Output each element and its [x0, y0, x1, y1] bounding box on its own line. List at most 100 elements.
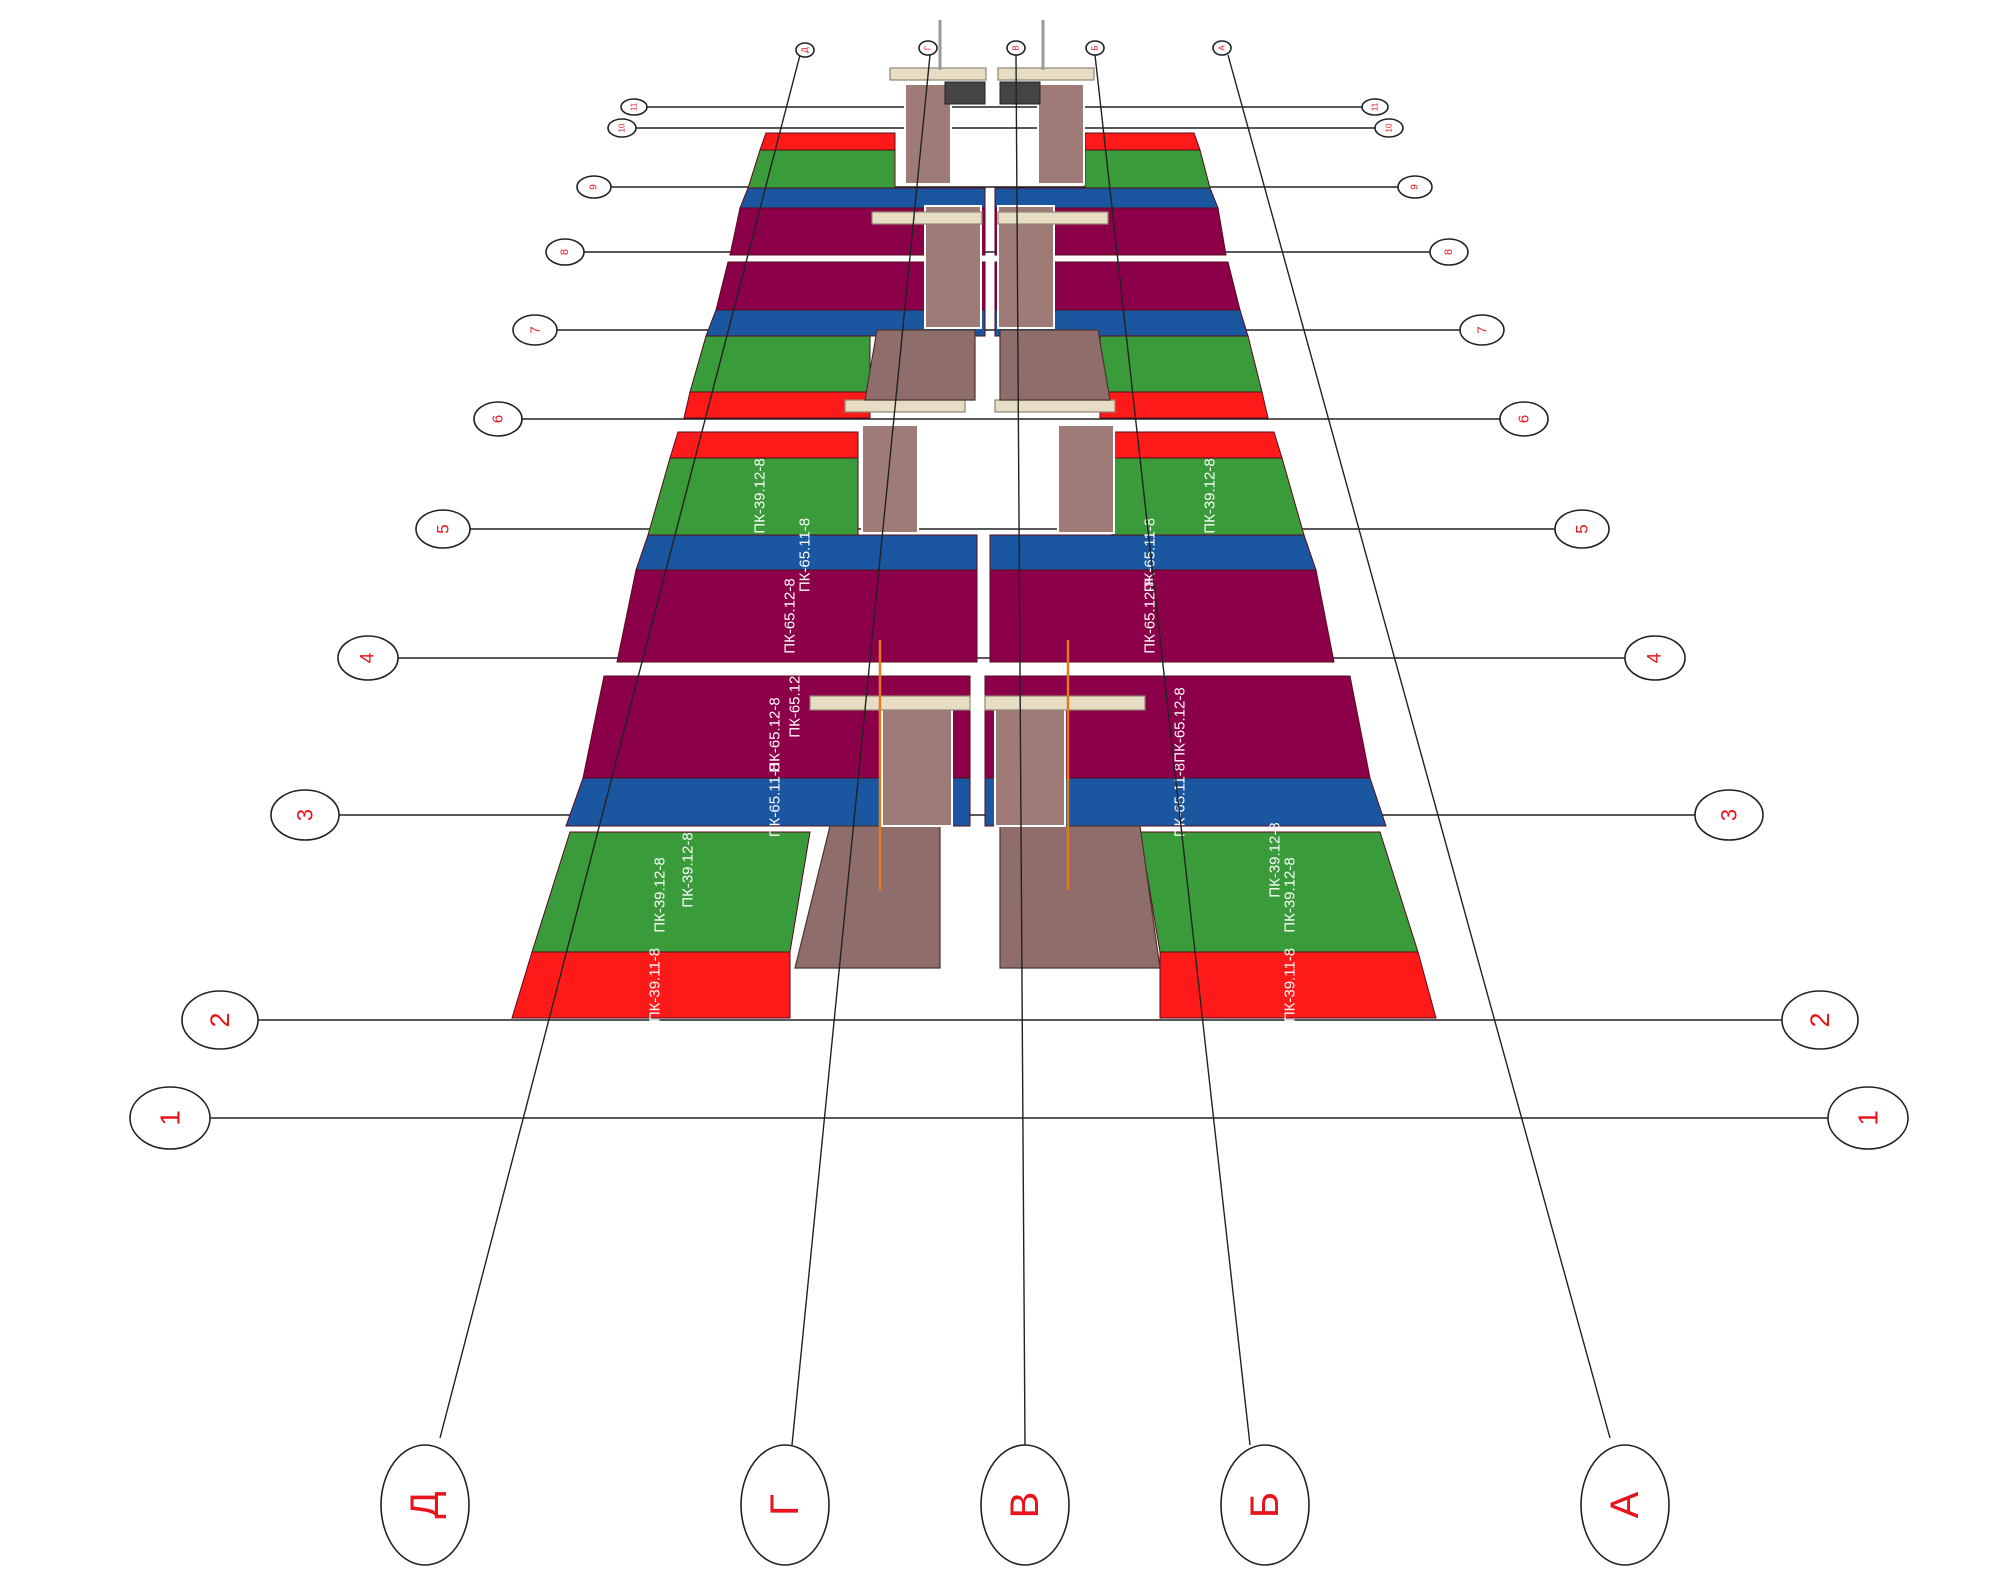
stair-landing-left-mid: [864, 329, 976, 401]
slab-left-red-10: [759, 132, 896, 151]
axis-bubble-V: [980, 1444, 1070, 1566]
axis-bubble-2-left: [181, 990, 259, 1050]
axis-label-G: Г: [763, 1494, 807, 1516]
label-left-purple-4: ПК-65.12-8: [782, 578, 799, 653]
letter-gridlines: [439, 54, 1611, 1446]
stair-flight-left-upper: [924, 205, 982, 329]
letter-bubbles-bottom: Д Г В Б А: [380, 1444, 1670, 1566]
axis-label-7-right: 7: [1475, 326, 1490, 333]
stair-flight-left-low: [881, 699, 953, 827]
label-left-green-low-a: ПК-39.12-8: [652, 857, 669, 932]
axis-label-8-left: 8: [559, 249, 571, 255]
beam-right-top: [997, 67, 1095, 81]
axis-label-B: Б: [1243, 1492, 1287, 1518]
slab-right-red-7: [1099, 391, 1269, 419]
right-slabs: [984, 132, 1437, 1019]
stair-flight-right-upper: [997, 205, 1055, 329]
slab-left-blue-9: [739, 187, 986, 209]
stair-flight-left-mid: [861, 424, 919, 534]
axis-bubble-1-left: [129, 1086, 211, 1150]
stair-flight-left-top: [904, 83, 952, 185]
label-right-purple-4: ПК-65.12-8: [1142, 578, 1159, 653]
axis-label-2-left: 2: [205, 1012, 235, 1027]
axis-bubble-D: [380, 1444, 470, 1566]
axis-label-3-right: 3: [1717, 809, 1742, 821]
axis-bubble-11-left: [620, 98, 648, 116]
stair-landing-right-mid: [999, 329, 1111, 401]
stair-landing-left-low: [794, 825, 941, 969]
axis-bubble-5-right: [1554, 509, 1610, 549]
beam-right-low: [984, 695, 1146, 711]
axis-bubble-4-left: [337, 635, 399, 681]
gridline-B: [1094, 54, 1251, 1446]
axis-bubble-3-right: [1694, 789, 1764, 841]
axis-label-1-left: 1: [155, 1110, 186, 1126]
stair-core: [794, 20, 1161, 969]
beam-right-mid: [994, 399, 1116, 413]
gridline-D: [439, 54, 801, 1439]
axis-label-10-left: 10: [618, 123, 627, 132]
slab-left-blue-5: [635, 534, 978, 571]
axis-bubble-9-left: [576, 175, 612, 199]
label-left-red-low: ПК-39.11-8: [647, 948, 664, 1022]
axis-bubble-6-left: [473, 401, 523, 437]
number-gridlines: [200, 106, 1828, 1119]
axis-bubble-7-right: [1459, 314, 1505, 346]
top-block-left: [944, 81, 986, 105]
axis-bubble-6-right: [1499, 401, 1549, 437]
label-left-blue-5: ПК-65.11-8: [797, 518, 814, 592]
axis-bubble-11-right: [1361, 98, 1389, 116]
slab-right-green-low: [1139, 831, 1419, 953]
label-right-purple-3: ПК-65.12-8: [1172, 687, 1189, 762]
slab-left-red-5: [669, 431, 859, 459]
slab-right-red-10: [1084, 132, 1201, 151]
axis-label-10-right: 10: [1385, 123, 1394, 132]
axis-bubble-5-left: [415, 509, 471, 549]
axis-bubble-7-left: [512, 314, 558, 346]
gridline-G: [791, 54, 931, 1446]
axis-bubble-10-left: [607, 118, 637, 138]
label-right-green-5: ПК-39.12-8: [1202, 458, 1219, 533]
gridline-V: [1015, 54, 1026, 1446]
axis-label-2-right: 2: [1805, 1012, 1835, 1027]
label-right-blue-3: ПК-65.11-8: [1172, 763, 1189, 837]
axis-label-9-left: 9: [589, 184, 600, 190]
label-right-blue-5: ПК-65.11-8: [1142, 518, 1159, 592]
axis-label-V: В: [1003, 1492, 1047, 1519]
axis-label-D-top: Д: [801, 47, 810, 53]
beam-left-upper: [871, 211, 983, 225]
axis-bubble-V-top: [1006, 40, 1026, 56]
top-block-right: [999, 81, 1041, 105]
axis-label-4-left: 4: [358, 652, 379, 663]
axis-label-3-left: 3: [293, 809, 318, 821]
axis-bubble-B: [1220, 1444, 1310, 1566]
slab-right-green-7: [1099, 335, 1263, 393]
axis-bubble-A: [1580, 1444, 1670, 1566]
axis-label-A: А: [1603, 1491, 1647, 1518]
axis-bubble-8-right: [1429, 238, 1469, 266]
letter-bubbles-top: Д Г В Б А: [795, 40, 1232, 58]
number-bubbles-right: 1 2 3 4 5 6 7 8 9 10 11: [1361, 98, 1909, 1150]
label-right-green-low-a: ПК-39.12-8: [1282, 857, 1299, 932]
beam-left-top: [889, 67, 987, 81]
slab-labels: ПК-39.11-8 ПК-39.12-8 ПК-39.12-8 ПК-65.1…: [647, 458, 1299, 1022]
axis-bubble-10-right: [1374, 118, 1404, 138]
stair-flight-right-mid: [1057, 424, 1115, 534]
label-right-red-low: ПК-39.11-8: [1282, 948, 1299, 1022]
beam-left-low: [809, 695, 971, 711]
axis-label-A-top: А: [1218, 45, 1227, 51]
axis-label-B-top: Б: [1091, 45, 1100, 50]
beam-left-mid: [844, 399, 966, 413]
beam-right-upper: [997, 211, 1109, 225]
gridline-A: [1227, 54, 1611, 1439]
axis-bubble-B-top: [1085, 40, 1105, 56]
axis-bubble-1-right: [1827, 1086, 1909, 1150]
number-bubbles-left: 1 2 3 4 5 6 7 8 9 10 11: [129, 98, 648, 1150]
slab-right-purple-7: [994, 261, 1241, 311]
stair-landing-right-low: [999, 825, 1161, 969]
label-right-green-low-b: ПК-39.12-8: [1267, 822, 1284, 897]
axis-bubble-G: [740, 1444, 830, 1566]
left-slabs: [511, 132, 986, 1019]
slab-right-purple-4: [989, 569, 1335, 663]
